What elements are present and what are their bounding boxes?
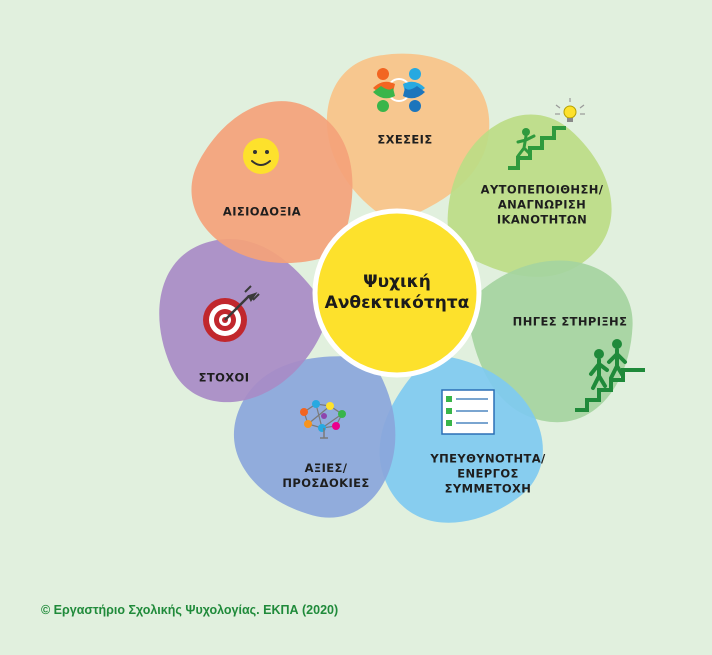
petal-label-support: ΠΗΓΕΣ ΣΤΗΡΙΞΗΣ bbox=[512, 314, 628, 329]
people-circle-icon bbox=[373, 68, 425, 112]
petal-support bbox=[469, 260, 633, 423]
petal-label-optimism: ΑΙΣΙΟΔΟΞΙΑ bbox=[222, 204, 302, 219]
petal-label-relations: ΣΧΕΣΕΙΣ bbox=[377, 132, 433, 147]
center-title: Ψυχική Ανθεκτικότητα bbox=[324, 272, 470, 313]
petal-label-values: ΑΞΙΕΣ/ ΠΡΟΣΔΟΚΙΕΣ bbox=[282, 461, 370, 490]
petal-label-goals: ΣΤΟΧΟΙ bbox=[198, 370, 250, 385]
petal-label-responsibility: ΥΠΕΥΘΥΝΟΤΗΤΑ/ ΕΝΕΡΓΟΣ ΣΥΜΜΕΤΟΧΗ bbox=[430, 451, 546, 496]
petal-relations bbox=[326, 53, 490, 215]
brain-network-icon bbox=[300, 400, 346, 439]
smiley-icon bbox=[243, 138, 279, 174]
two-people-stairs-icon bbox=[575, 339, 645, 412]
checklist-icon bbox=[441, 389, 495, 435]
petal-confidence bbox=[447, 114, 612, 277]
stairs-lightbulb-icon bbox=[508, 98, 585, 170]
center-circle bbox=[312, 208, 482, 378]
petal-optimism bbox=[191, 101, 353, 263]
target-arrow-icon bbox=[203, 285, 260, 342]
copyright-notice: © Εργαστήριο Σχολικής Ψυχολογίας. ΕΚΠΑ (… bbox=[41, 603, 339, 617]
petal-values bbox=[233, 356, 396, 518]
petal-label-confidence: ΑΥΤΟΠΕΠΟΙΘΗΣΗ/ ΑΝΑΓΝΩΡΙΣΗ ΙΚΑΝΟΤΗΤΩΝ bbox=[480, 182, 604, 227]
petal-responsibility bbox=[379, 356, 543, 523]
